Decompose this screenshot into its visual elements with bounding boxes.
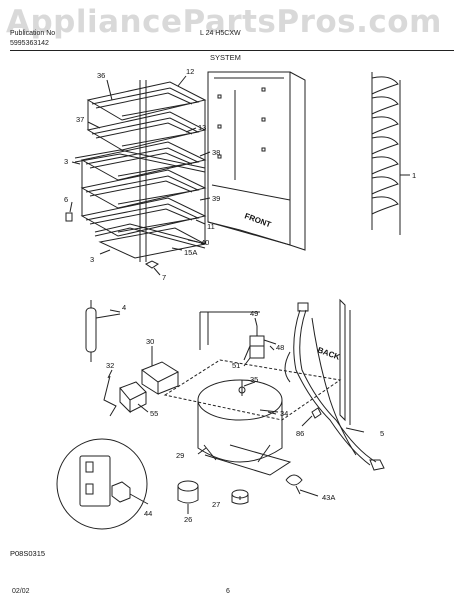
relay-overload <box>140 350 180 395</box>
power-cord-lead <box>103 375 117 417</box>
evaporator-shelf-coils <box>65 80 207 269</box>
callout-26: 26 <box>184 515 192 524</box>
wall-outlet-detail <box>56 438 149 530</box>
callout-15A: 15A <box>184 248 197 257</box>
figure-code: P08S0315 <box>10 549 45 558</box>
callout-7: 7 <box>162 273 166 282</box>
tubing-harness <box>284 302 385 471</box>
callout-5: 5 <box>380 429 384 438</box>
publication-label: Publication No <box>10 30 56 37</box>
callout-4: 4 <box>122 303 126 312</box>
callout-11: 11 <box>207 222 215 231</box>
callout-13: 13 <box>198 123 206 132</box>
relay-cover <box>119 381 149 414</box>
filter-drier <box>85 300 121 362</box>
watermark-logo: AppliancePartsPros.com <box>6 4 442 40</box>
callout-27: 27 <box>212 500 220 509</box>
tube-clamp <box>311 407 322 419</box>
machine-compartment-outline <box>163 298 351 425</box>
callout-6: 6 <box>64 195 68 204</box>
model-number: L 24 H5CXW <box>200 30 241 37</box>
callout-37: 37 <box>76 115 84 124</box>
start-capacitor <box>177 480 199 504</box>
callout-12: 12 <box>186 67 194 76</box>
callout-29: 29 <box>176 451 184 460</box>
footer-date: 02/02 <box>12 588 30 595</box>
callout-44: 44 <box>144 509 152 518</box>
header-rule <box>10 50 454 51</box>
callout-30: 30 <box>146 337 154 346</box>
side-condenser-coil <box>371 72 401 235</box>
callout-49: 49 <box>250 309 258 318</box>
callout-32: 32 <box>106 361 114 370</box>
callout-36: 36 <box>97 71 105 80</box>
callout-55: 55 <box>150 409 158 418</box>
callout-51: 51 <box>232 361 240 370</box>
callout-1: 1 <box>412 171 416 180</box>
cabinet-liner <box>207 71 306 251</box>
front-label: FRONT <box>243 211 272 229</box>
callout-43A: 43A <box>322 493 335 502</box>
callout-40: 40 <box>201 238 209 247</box>
callout-3-lower: 3 <box>90 255 94 264</box>
publication-number: 5995363142 <box>10 40 49 47</box>
condenser-valve <box>243 326 277 361</box>
callout-86: 86 <box>296 429 304 438</box>
callout-3-upper: 3 <box>64 157 68 166</box>
section-title: SYSTEM <box>210 53 241 62</box>
callout-34: 34 <box>280 409 288 418</box>
callout-35: 35 <box>250 375 258 384</box>
callout-39: 39 <box>212 194 220 203</box>
back-label: BACK <box>316 345 341 361</box>
tubing-clip <box>285 474 303 495</box>
compressor <box>197 379 292 476</box>
footer-page-number: 6 <box>226 588 230 595</box>
callout-38: 38 <box>212 148 220 157</box>
callout-48: 48 <box>276 343 284 352</box>
